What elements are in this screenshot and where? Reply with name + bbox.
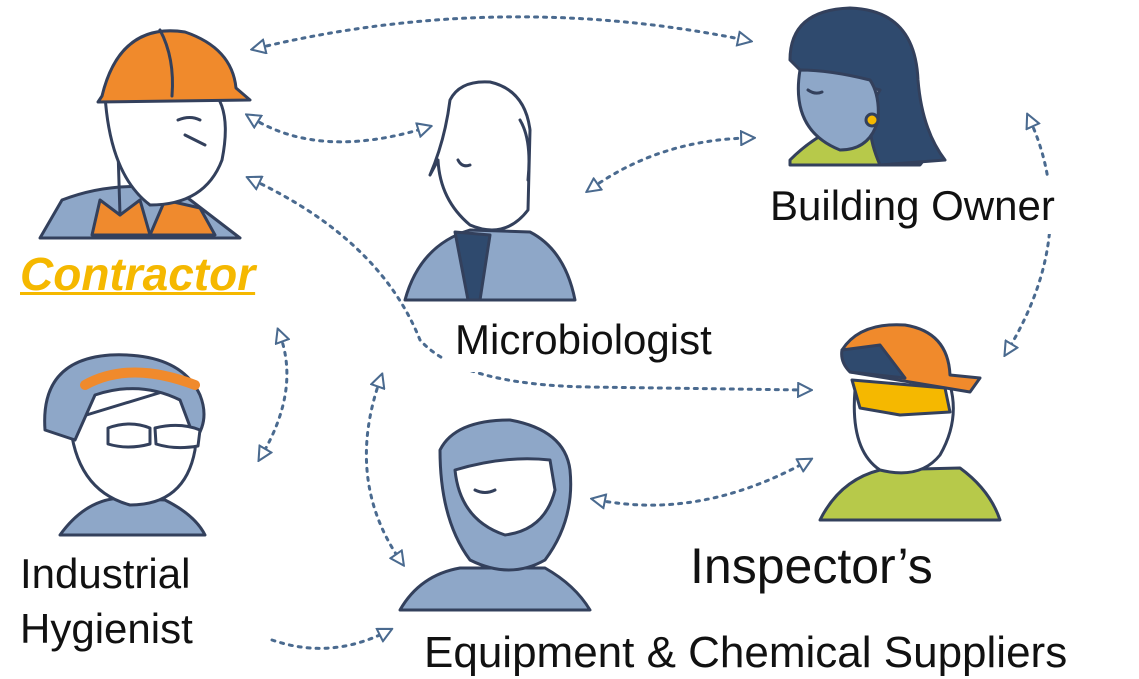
connector-microbiologist-suppliers	[364, 380, 400, 560]
connector-contractor-owner	[258, 15, 745, 48]
building-owner-label: Building Owner	[758, 178, 1063, 235]
inspector-figure	[818, 323, 1002, 522]
industrial-hygienist-label-line2: Hygienist	[20, 605, 193, 653]
connector-owner-inspector	[1008, 120, 1052, 350]
connector-hygienist-suppliers	[270, 632, 386, 650]
suppliers-label: Equipment & Chemical Suppliers	[424, 628, 1068, 677]
connector-contractor-inspector	[253, 180, 805, 390]
inspector-label: Inspector’s	[690, 538, 933, 594]
supplier-figure	[398, 418, 592, 612]
contractor-label: Contractor	[12, 244, 264, 305]
building-owner-figure	[788, 6, 947, 167]
industrial-hygienist-label: Industrial Hygienist	[20, 546, 193, 657]
connectors	[252, 15, 1052, 650]
microbiologist-figure	[403, 80, 577, 302]
contractor-figure	[38, 28, 252, 240]
hygienist-figure	[43, 353, 207, 537]
connector-suppliers-inspector	[598, 462, 806, 505]
industrial-hygienist-label-line1: Industrial	[20, 550, 191, 597]
connector-microbiologist-owner	[592, 138, 748, 188]
connector-contractor-hygienist	[262, 335, 287, 455]
connector-contractor-microbiologist	[252, 118, 425, 144]
microbiologist-label: Microbiologist	[443, 308, 724, 373]
